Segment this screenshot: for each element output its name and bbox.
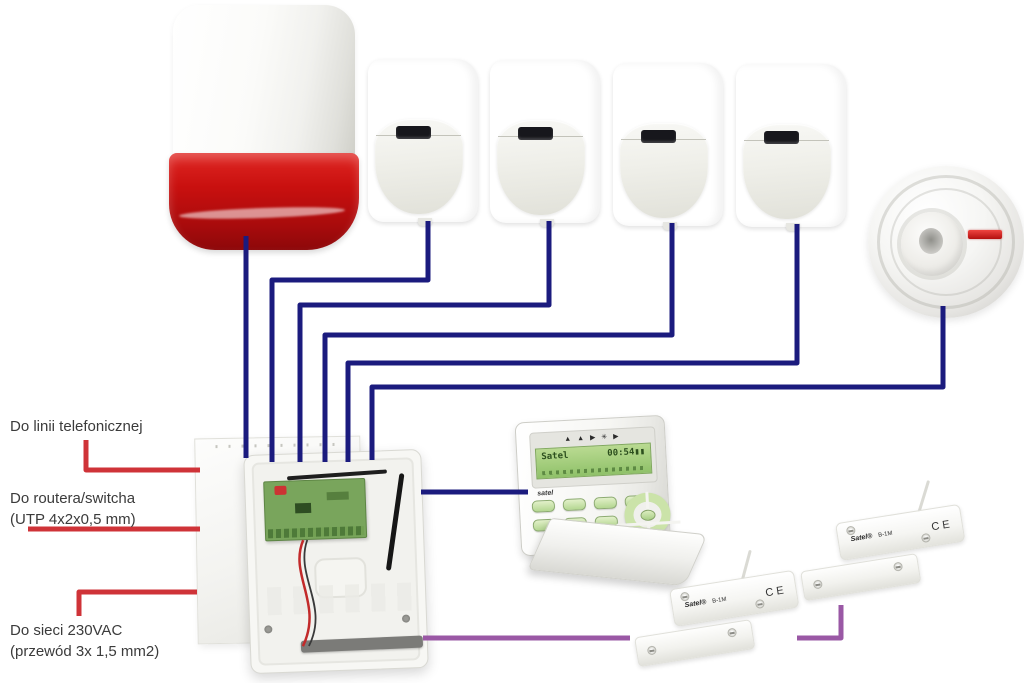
label-phone-line-text: Do linii telefonicznej [10,418,143,435]
ce-mark: CE [764,584,788,600]
keypad-lcd: Satel 00:54▮▮ [534,442,653,480]
outdoor-siren [169,5,359,250]
screw-hole [845,525,856,536]
smoke-detector-led [968,230,1002,239]
keypad-flip-cover [527,517,708,587]
screw-hole [726,627,738,638]
screw-hole [754,598,766,610]
label-phone-line: Do linii telefonicznej [10,416,143,437]
magnetic-contact-1: Satel® B-1M CE [627,549,813,683]
lcd-clock: 00:54▮▮ [607,446,646,459]
detector-window [640,129,676,143]
keypad-key [593,496,618,510]
smoke-detector-chamber [901,212,963,276]
contact-model: B-1M [877,530,893,539]
detector-cable-gland [539,219,554,227]
contact-magnet-part [634,619,756,668]
keypad-ok-button [640,509,656,522]
wire-phone-line [83,440,200,473]
lcd-text: Satel [541,450,569,463]
contact-label: Satel® B-1M [850,530,893,544]
detector-window [395,125,431,139]
wire-detector1-to-panel [269,221,431,462]
contact-reed-part: Satel® B-1M CE [835,503,966,562]
smoke-detector-groove [877,175,1015,309]
motion-detector-3 [613,63,723,230]
label-router: Do routera/switcha (UTP 4x2x0,5 mm) [10,488,136,530]
enclosure-vent-holes [215,442,340,449]
contact-model: B-1M [711,596,727,605]
keypad-key [562,497,587,512]
contact-reed-part: Satel® B-1M CE [669,569,800,628]
contact-brand: Satel® [850,532,873,544]
detector-cable-gland [785,223,800,231]
label-mains-line1: Do sieci 230VAC [10,622,123,639]
detector-window [517,126,553,140]
detector-cable-gland [417,218,432,226]
magnetic-contact-2: Satel® B-1M CE [793,480,979,627]
label-mains: Do sieci 230VAC (przewód 3x 1,5 mm2) [10,620,159,662]
screw-hole [679,591,690,602]
keypad-display-bezel: ▲ ▲ ▶ ✳ ▶ Satel 00:54▮▮ [529,426,658,489]
motion-detector-1 [368,59,478,226]
keypad-body: ▲ ▲ ▶ ✳ ▶ Satel 00:54▮▮ satel [514,414,708,587]
smoke-detector [868,166,1024,318]
lcd-second-row-pixels [542,465,647,476]
keypad-key [531,499,556,513]
battery-leads [298,539,317,647]
detector-cable-gland [662,222,677,230]
screw-hole [646,645,658,656]
contact-brand: Satel® [684,598,707,610]
siren-red-lens [169,153,359,250]
wire-mains-power [76,589,197,616]
motion-detector-4 [736,64,846,231]
label-router-line1: Do routera/switcha [10,490,136,507]
detector-window [763,130,799,144]
contact-label: Satel® B-1M [684,596,727,610]
control-panel [243,448,429,675]
smoke-detector-groove [890,188,1002,296]
contact-magnet-part [800,553,922,602]
screw-hole [920,532,932,544]
screw-hole [812,579,824,590]
label-mains-line2: (przewód 3x 1,5 mm2) [10,643,160,660]
smoke-detector-vent [919,228,943,254]
ce-mark: CE [930,518,954,534]
keypad-brand-logo: satel [537,489,554,498]
lcd-keypad: ▲ ▲ ▶ ✳ ▶ Satel 00:54▮▮ satel [510,407,708,587]
motion-detector-2 [490,60,600,227]
screw-hole [892,561,904,572]
siren-glare-highlight [178,205,346,221]
label-router-line2: (UTP 4x2x0,5 mm) [10,511,136,528]
siren-housing [173,5,355,165]
